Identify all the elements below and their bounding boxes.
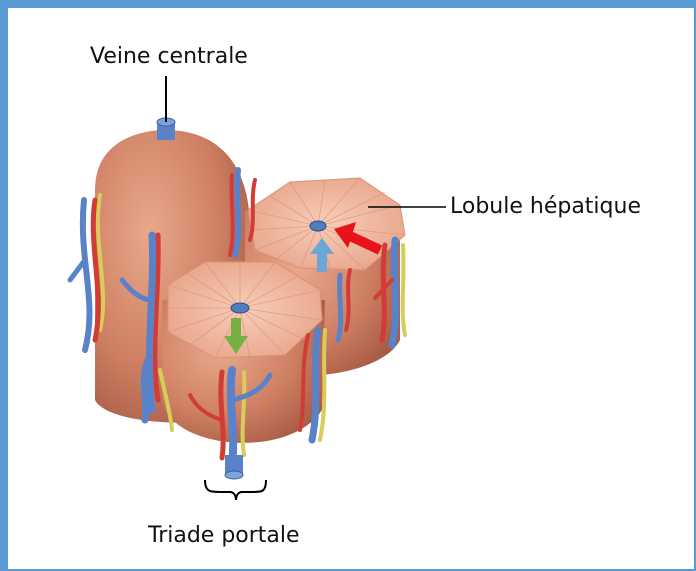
right-central-vein-opening (310, 221, 326, 231)
front-central-vein-opening (231, 303, 249, 313)
portal-triad-stub (225, 455, 243, 479)
portal-triad-label: Triade portale (148, 525, 300, 547)
central-vein-label: Veine centrale (90, 46, 248, 68)
portal-triad-brace (205, 480, 266, 500)
hepatic-lobule-label: Lobule hépatique (450, 196, 641, 218)
